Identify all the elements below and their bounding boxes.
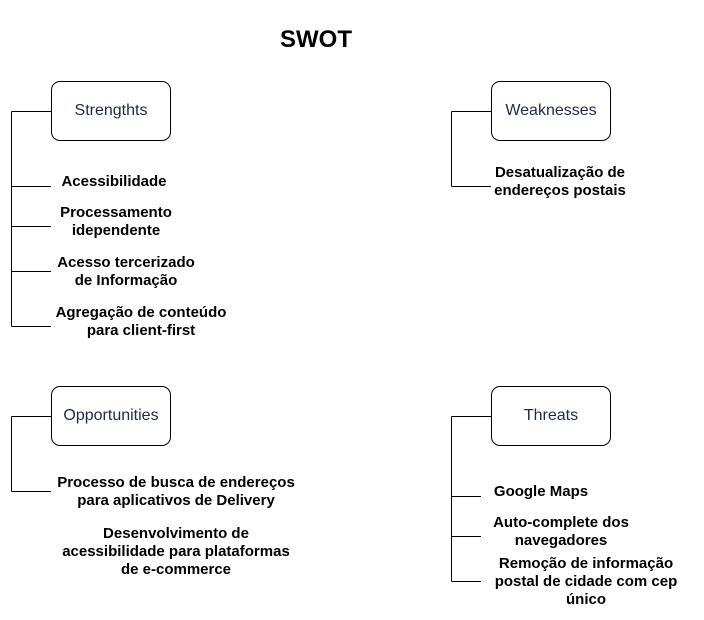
threats-label: Threats [523,407,579,424]
weaknesses-box[interactable]: Weaknesses [491,81,611,141]
opportunities-label: Opportunities [63,407,159,424]
strength-item: Acessibilidade [61,173,167,190]
threats-box[interactable]: Threats [491,386,611,446]
strengths-label: Strengthts [74,102,148,119]
weaknesses-label: Weaknesses [505,102,597,119]
diagram-title: SWOT [280,26,352,53]
opportunities-box[interactable]: Opportunities [51,386,171,446]
threat-item: Google Maps [493,483,589,500]
strengths-box[interactable]: Strengthts [51,81,171,141]
